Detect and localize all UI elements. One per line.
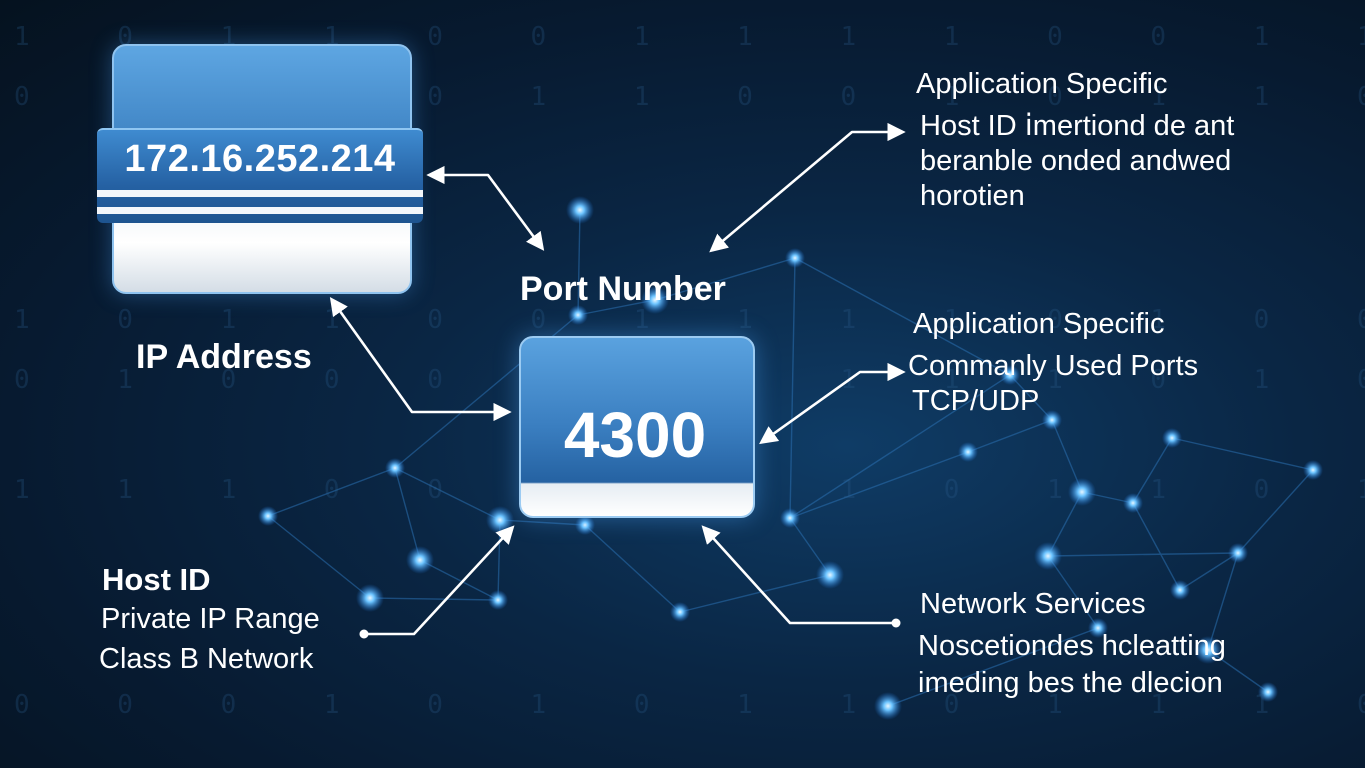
network-link — [1171, 437, 1314, 471]
network-link — [789, 451, 969, 519]
network-node — [1303, 460, 1323, 480]
host-id-connector-dot — [359, 629, 369, 639]
network-node — [785, 248, 805, 268]
network-link — [267, 467, 396, 517]
network-node — [1088, 618, 1108, 638]
network-link — [1132, 502, 1181, 591]
ip-address-value: 172.16.252.214 — [124, 138, 396, 180]
top-right-title: Application Specific — [916, 68, 1168, 100]
host-id-line-1: Private IP Range — [101, 603, 320, 635]
ip-card-stripe — [97, 190, 423, 197]
network-link — [679, 574, 831, 613]
network-node — [1170, 580, 1190, 600]
network-link — [394, 467, 501, 521]
network-link — [577, 209, 581, 316]
network-link — [1207, 552, 1239, 651]
arrow-host-id — [364, 525, 515, 636]
network-link — [419, 559, 499, 601]
port-number-label: Port Number — [520, 270, 726, 308]
network-link — [394, 467, 421, 561]
mid-right-line-2: TCP/UDP — [912, 385, 1040, 417]
network-link — [654, 257, 796, 301]
network-node — [356, 584, 384, 612]
network-node — [1123, 493, 1143, 513]
network-node — [385, 458, 405, 478]
ip-address-label: IP Address — [136, 338, 312, 376]
network-node — [488, 590, 508, 610]
network-node — [258, 506, 278, 526]
network-node — [1034, 542, 1062, 570]
bottom-right-line-2: imeding bes the dlecion — [918, 667, 1223, 699]
network-node — [1162, 428, 1182, 448]
network-node — [780, 508, 800, 528]
network-link — [887, 627, 1099, 707]
host-id-title: Host ID — [102, 562, 211, 597]
network-node — [1194, 636, 1222, 664]
network-link — [1009, 374, 1053, 421]
binary-row-3: 1 0 1 1 0 0 1 1 1 1 0 1 0 0 1 0 1 0 0 1 … — [14, 305, 1365, 335]
host-id-line-2: Class B Network — [99, 643, 314, 675]
network-node — [670, 602, 690, 622]
network-link — [794, 257, 1011, 376]
network-lines — [267, 209, 1314, 707]
network-node — [1258, 682, 1278, 702]
arrow-top-right — [709, 122, 906, 253]
network-link — [499, 519, 586, 526]
network-node — [816, 561, 844, 589]
network-services-connector-dot — [891, 618, 901, 628]
network-link — [789, 374, 1011, 519]
top-right-line-2: beranble onded andwed — [920, 145, 1232, 177]
network-node — [641, 286, 669, 314]
arrow-mid-right — [759, 362, 906, 445]
network-link — [1132, 437, 1173, 504]
network-node — [1000, 365, 1020, 385]
network-link — [369, 597, 499, 601]
network-nodes — [258, 196, 1323, 720]
network-link — [1179, 552, 1239, 591]
arrow-network-services — [701, 525, 896, 625]
ip-card-stripe — [97, 207, 423, 214]
port-number-card — [519, 336, 755, 518]
bottom-right-title: Network Services — [920, 588, 1146, 620]
network-node — [575, 515, 595, 535]
network-node — [874, 692, 902, 720]
network-node — [1228, 543, 1248, 563]
network-link — [267, 515, 371, 599]
bottom-right-line-1: Noscetiondes hcleatting — [918, 630, 1226, 662]
network-node — [958, 442, 978, 462]
network-link — [584, 524, 681, 613]
port-number-value: 4300 — [563, 399, 707, 471]
network-node — [406, 546, 434, 574]
top-right-line-1: Host ID ⅰmertiond de ant — [920, 110, 1235, 142]
network-link — [967, 419, 1053, 453]
network-link — [1047, 552, 1239, 557]
network-node — [566, 196, 594, 224]
arrow-ip-to-port-card — [329, 297, 512, 422]
mid-right-line-1: Commanly Used Ports — [908, 350, 1199, 382]
network-link — [1237, 469, 1314, 554]
network-node — [568, 305, 588, 325]
binary-row-6: 0 0 0 1 0 1 0 1 1 0 1 1 1 0 0 1 0 1 0 0 … — [14, 690, 1365, 720]
network-link — [1047, 555, 1099, 629]
top-right-line-3: horotien — [920, 180, 1025, 212]
mid-right-title: Application Specific — [913, 308, 1165, 340]
network-node — [1068, 478, 1096, 506]
arrow-ip-to-port-label — [426, 165, 545, 251]
network-node — [1042, 410, 1062, 430]
